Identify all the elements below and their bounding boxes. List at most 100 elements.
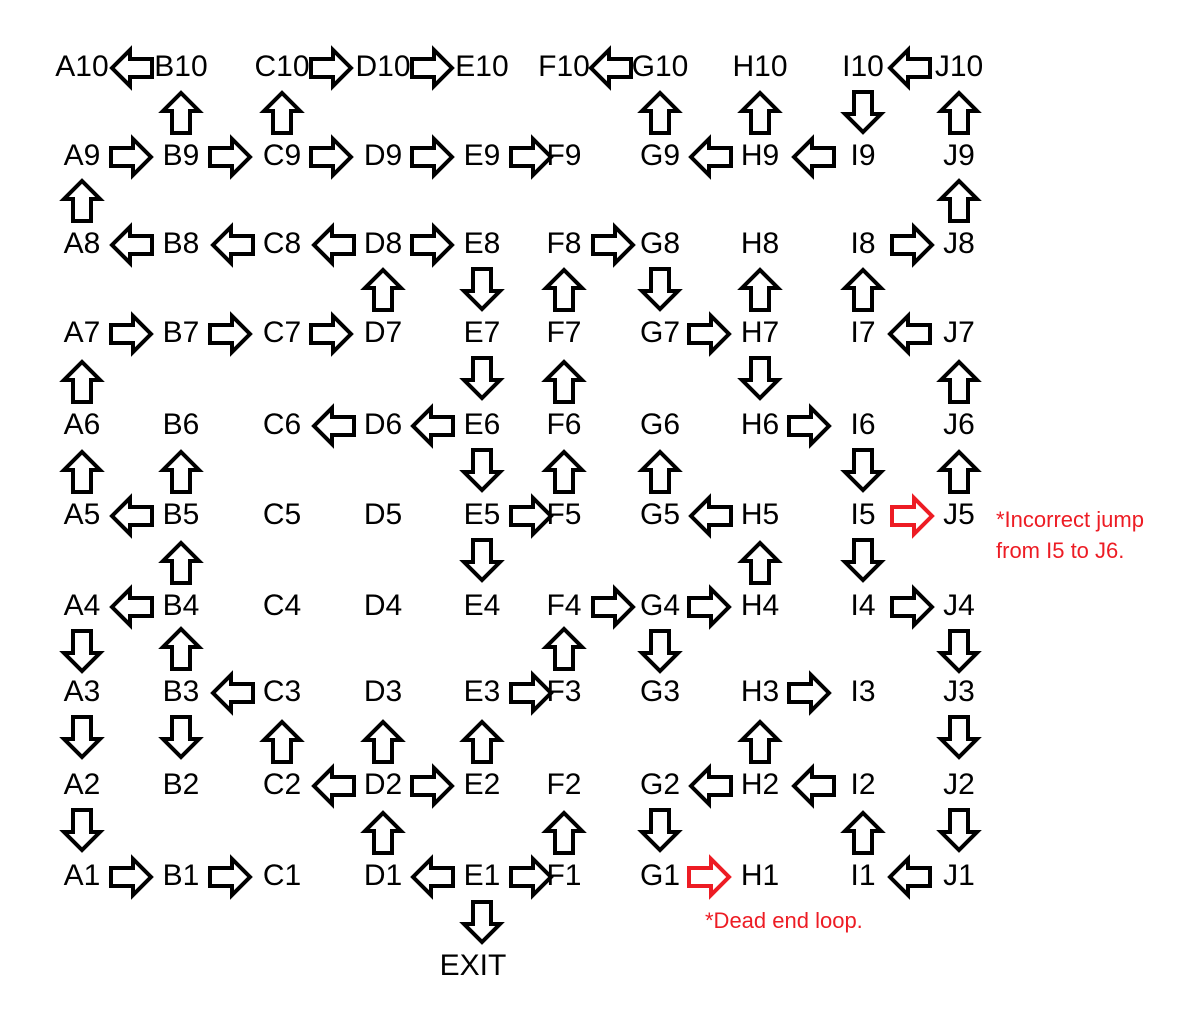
cell-a6: A6 (64, 408, 101, 441)
cell-b8: B8 (163, 227, 200, 260)
arrow-i2-left (791, 763, 836, 809)
arrow-a5-up (59, 449, 105, 494)
cell-a9: A9 (64, 139, 101, 172)
cell-g10: G10 (632, 50, 689, 83)
cell-c2: C2 (263, 768, 301, 801)
cell-i2: I2 (850, 768, 875, 801)
cell-f7: F7 (546, 316, 581, 349)
cell-h6: H6 (741, 408, 779, 441)
cell-a7: A7 (64, 316, 101, 349)
cell-g2: G2 (640, 768, 680, 801)
arrow-f5-up (541, 449, 587, 494)
arrow-j5-up (936, 449, 982, 494)
arrow-b10-left (109, 45, 154, 91)
cell-f3: F3 (546, 675, 581, 708)
cell-c4: C4 (263, 589, 301, 622)
arrow-a3-down (59, 715, 105, 760)
cell-h3: H3 (741, 675, 779, 708)
cell-i10: I10 (842, 50, 884, 83)
cell-d3: D3 (364, 675, 402, 708)
cell-e3: E3 (464, 675, 501, 708)
cell-a10: A10 (55, 50, 108, 83)
cell-j9: J9 (943, 139, 975, 172)
cell-i3: I3 (850, 675, 875, 708)
arrow-j10-left (887, 45, 932, 91)
arrow-d7-up (360, 267, 406, 312)
cell-a4: A4 (64, 589, 101, 622)
cell-i6: I6 (850, 408, 875, 441)
cell-f10: F10 (538, 50, 590, 83)
arrow-f4-right (591, 584, 636, 630)
cell-b7: B7 (163, 316, 200, 349)
arrow-j1-left (887, 854, 932, 900)
arrow-e1-left (410, 854, 455, 900)
arrow-f8-right (591, 222, 636, 268)
cell-h8: H8 (741, 227, 779, 260)
arrow-i1-up (840, 810, 886, 855)
cell-a8: A8 (64, 227, 101, 260)
cell-j3: J3 (943, 675, 975, 708)
cell-h2: H2 (741, 768, 779, 801)
cell-e8: E8 (464, 227, 501, 260)
arrow-c3-left (210, 670, 255, 716)
arrow-g10-left (588, 45, 633, 91)
cell-g4: G4 (640, 589, 680, 622)
arrow-a7-right (109, 311, 154, 357)
cell-h1: H1 (741, 859, 779, 892)
arrow-h4-up (737, 540, 783, 585)
cell-b1: B1 (163, 859, 200, 892)
arrow-h6-right (787, 403, 832, 449)
annotation-incorrect-jump-line-2: from I5 to J6. (996, 538, 1124, 563)
cell-e7: E7 (464, 316, 501, 349)
arrow-j6-up (936, 359, 982, 404)
arrow-e1-right (509, 854, 554, 900)
cell-i7: I7 (850, 316, 875, 349)
cell-g3: G3 (640, 675, 680, 708)
arrow-b8-left (109, 222, 154, 268)
arrow-b1-right (208, 854, 253, 900)
arrow-e2-up (459, 719, 505, 764)
arrow-h3-right (787, 670, 832, 716)
arrow-g8-down (637, 267, 683, 312)
cell-c9: C9 (263, 139, 301, 172)
annotation-incorrect-jump-line-1: *Incorrect jump (996, 507, 1144, 532)
cell-g9: G9 (640, 139, 680, 172)
cell-j7: J7 (943, 316, 975, 349)
cell-d1: D1 (364, 859, 402, 892)
arrow-a9-right (109, 134, 154, 180)
arrow-c10-right (309, 45, 354, 91)
cell-f2: F2 (546, 768, 581, 801)
cell-a1: A1 (64, 859, 101, 892)
cell-b4: B4 (163, 589, 200, 622)
arrow-g1-right-highlighted (687, 854, 732, 900)
cell-d4: D4 (364, 589, 402, 622)
cell-e6: E6 (464, 408, 501, 441)
cell-b2: B2 (163, 768, 200, 801)
cell-d7: D7 (364, 316, 402, 349)
arrow-h2-up (737, 719, 783, 764)
cell-e10: E10 (455, 50, 508, 83)
arrow-e9-right (509, 134, 554, 180)
cell-c8: C8 (263, 227, 301, 260)
arrow-i9-left (791, 134, 836, 180)
arrow-i10-down (840, 90, 886, 135)
arrow-i4-right (890, 584, 935, 630)
cell-f4: F4 (546, 589, 581, 622)
arrow-f6-up (541, 359, 587, 404)
cell-c10: C10 (254, 50, 309, 83)
arrow-d6-left (311, 403, 356, 449)
arrow-d1-up (360, 810, 406, 855)
cell-a3: A3 (64, 675, 101, 708)
arrow-c8-left (210, 222, 255, 268)
arrow-j3-down (936, 715, 982, 760)
arrow-d10-right (410, 45, 455, 91)
arrow-f1-up (541, 810, 587, 855)
arrow-d2-left (311, 763, 356, 809)
arrow-b5-left (109, 493, 154, 539)
cell-c6: C6 (263, 408, 301, 441)
arrow-j4-down (936, 629, 982, 674)
arrow-e6-down (459, 448, 505, 493)
cell-d10: D10 (355, 50, 410, 83)
